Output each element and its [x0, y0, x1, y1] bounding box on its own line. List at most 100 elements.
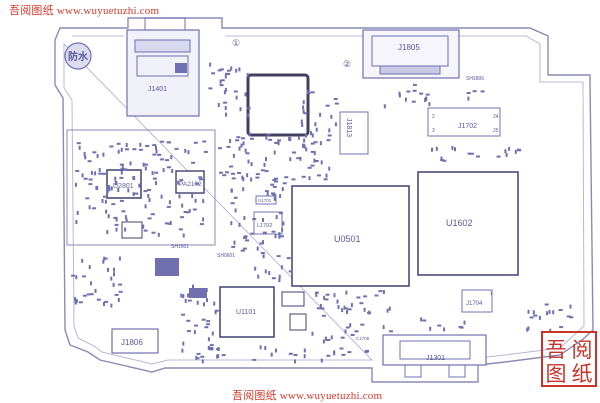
smd-component [398, 91, 401, 96]
smd-component [245, 239, 249, 242]
smd-component [192, 208, 197, 211]
smd-component [302, 105, 305, 110]
smd-component [103, 302, 105, 306]
smd-component [179, 179, 184, 182]
smd-component [363, 307, 366, 312]
smd-component [191, 194, 194, 198]
smd-component [124, 215, 127, 220]
smd-component [514, 149, 517, 154]
smd-component [316, 307, 321, 310]
smd-component [324, 298, 329, 301]
smd-component [566, 315, 571, 318]
svg-text:吾: 吾 [546, 338, 567, 362]
smd-component [248, 132, 251, 137]
smd-component [204, 326, 209, 329]
smd-component [297, 135, 300, 140]
smd-component [231, 245, 236, 248]
smd-component [76, 210, 79, 215]
smd-component [117, 188, 120, 192]
smd-component [160, 140, 165, 143]
smd-component [219, 68, 224, 71]
smd-component [83, 151, 86, 156]
smd-component [74, 300, 77, 305]
smd-component [219, 79, 222, 84]
smd-component [115, 217, 118, 222]
smd-component [466, 92, 471, 94]
smd-component [247, 113, 250, 118]
smd-component [209, 347, 214, 349]
smd-component [404, 97, 407, 102]
smd-component [132, 175, 135, 180]
pin-2: 2 [432, 114, 435, 120]
smd-component [90, 281, 92, 286]
pin-1: 1 [490, 291, 493, 296]
smd-component [246, 107, 251, 110]
smd-component [207, 337, 210, 342]
smd-component [278, 278, 281, 283]
smd-component [229, 165, 234, 168]
smd-component [233, 90, 238, 93]
pin-24: 24 [493, 114, 499, 120]
u1101-label: U1101 [236, 309, 256, 316]
smd-component [319, 141, 322, 146]
smd-component [303, 138, 306, 143]
smd-component [125, 148, 129, 151]
smd-component [278, 212, 283, 215]
smd-component [314, 160, 319, 162]
smd-component [236, 136, 241, 139]
smd-component [326, 354, 331, 357]
smd-component [200, 355, 205, 358]
smd-component [75, 275, 78, 280]
pa2102-chip [175, 170, 205, 194]
smd-component [84, 155, 87, 160]
smd-component [467, 152, 472, 155]
smd-component [374, 294, 379, 297]
smd-component [310, 150, 315, 153]
smd-component [147, 217, 152, 220]
smd-component [281, 187, 284, 192]
smd-component [344, 329, 347, 334]
smd-component [274, 142, 279, 144]
smd-component [223, 101, 228, 104]
smd-component [328, 166, 331, 171]
smd-component [145, 145, 150, 147]
smd-component [235, 95, 238, 100]
smd-component [325, 173, 328, 178]
smd-component [315, 292, 318, 297]
smd-component [320, 358, 323, 363]
smd-component [310, 131, 312, 136]
smd-component [247, 159, 250, 164]
smd-component [225, 112, 227, 117]
smd-component [180, 293, 183, 298]
smd-component [302, 109, 305, 114]
c1706-label: C1706 [356, 336, 370, 341]
smd-component [123, 168, 128, 171]
smd-component [125, 143, 128, 147]
smd-component [429, 326, 432, 331]
smd-component [193, 141, 198, 144]
smd-component [111, 203, 116, 206]
smd-component [226, 145, 231, 148]
smd-component [75, 220, 78, 224]
smd-component [286, 257, 291, 260]
smd-component [424, 98, 427, 102]
smd-component [86, 293, 91, 296]
smd-component [178, 228, 183, 231]
smd-component [254, 266, 257, 271]
smd-component [209, 62, 212, 67]
smd-component [218, 147, 222, 150]
smd-component [231, 177, 236, 180]
smd-component [546, 311, 548, 316]
smd-component [147, 189, 151, 191]
smd-component [94, 288, 97, 293]
smd-component [155, 149, 158, 154]
smd-component [186, 330, 191, 333]
smd-component [165, 159, 170, 162]
smd-component [303, 112, 308, 115]
smd-component [264, 269, 267, 274]
smd-component [250, 137, 254, 140]
smd-component [294, 359, 296, 364]
smd-component [334, 122, 337, 127]
rf-region [66, 129, 216, 246]
smd-component [265, 157, 267, 162]
